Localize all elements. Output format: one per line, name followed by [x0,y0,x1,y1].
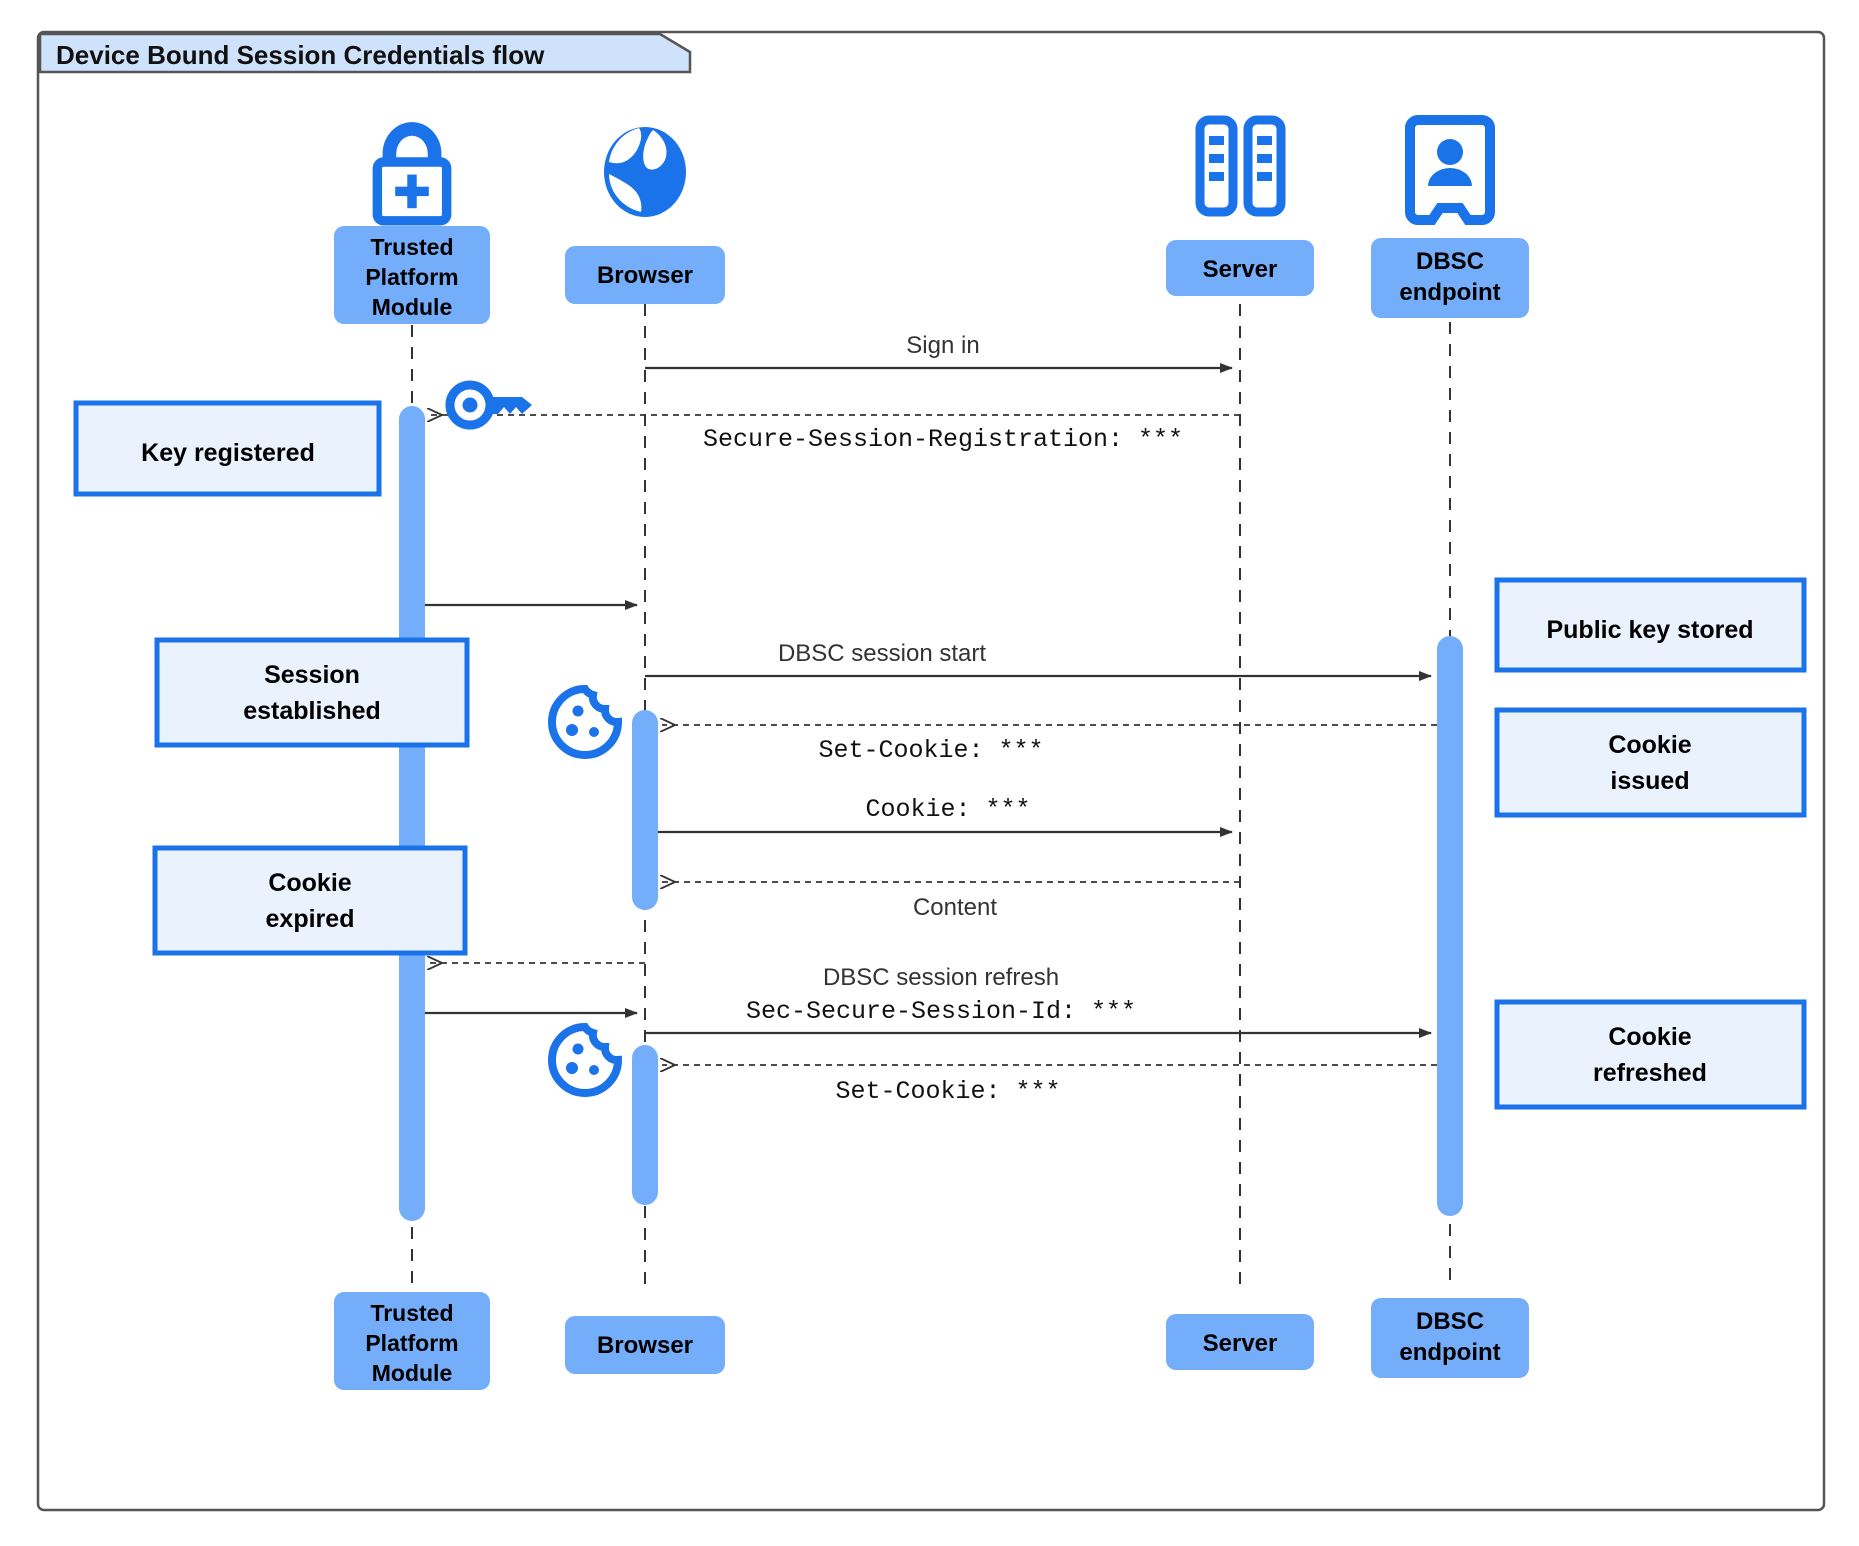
message-dbsc-session-refresh: DBSC session refresh Sec-Secure-Session-… [645,964,1432,1038]
participant-box-server-bottom[interactable]: Server [1166,1314,1314,1370]
message-sign-in: Sign in [645,332,1233,373]
participant-box-dbsc-bottom[interactable]: DBSC endpoint [1371,1298,1529,1378]
note-text-cookie-refreshed-line1: Cookie [1608,1023,1691,1051]
message-label-sec-secure-session-id: Sec-Secure-Session-Id: *** [746,997,1136,1026]
note-session-established: Session established [154,637,470,748]
note-cookie-refreshed: Cookie refreshed [1494,999,1807,1110]
participant-label-tpm-line2: Platform [365,264,458,290]
note-cookie-expired: Cookie expired [152,845,468,956]
message-set-cookie-1: Set-Cookie: *** [662,725,1437,765]
participant-label-tpm-bottom-line3: Module [372,1360,453,1386]
cookie-icon [548,684,623,759]
message-set-cookie-2: Set-Cookie: *** [662,1065,1437,1106]
lock-plus-icon [372,122,452,226]
note-text-public-key-stored: Public key stored [1546,616,1753,644]
participant-box-tpm-top[interactable]: Trusted Platform Module [334,226,490,324]
message-label-set-cookie-1: Set-Cookie: *** [818,736,1043,765]
activation-bars [399,406,1463,1221]
participant-label-browser-bottom: Browser [597,1332,693,1359]
participant-label-browser: Browser [597,262,693,289]
note-text-key-registered: Key registered [141,439,315,467]
message-cookie: Cookie: *** [658,795,1233,837]
activation-bar-tpm [399,406,425,1221]
globe-icon [604,127,686,217]
note-text-cookie-expired-line2: expired [266,905,355,933]
message-label-sign-in: Sign in [906,332,979,359]
key-icon [445,380,532,430]
participant-label-dbsc-line2: endpoint [1399,279,1500,306]
note-text-cookie-issued-line1: Cookie [1608,731,1691,759]
note-cookie-issued: Cookie issued [1494,707,1807,818]
message-label-secure-session-registration: Secure-Session-Registration: *** [703,425,1183,454]
participant-label-tpm-line1: Trusted [370,234,453,260]
participant-label-server-bottom: Server [1203,1330,1278,1357]
participant-label-tpm-bottom-line2: Platform [365,1330,458,1356]
message-secure-session-registration: Secure-Session-Registration: *** [429,415,1240,454]
participant-label-server: Server [1203,256,1278,283]
message-label-cookie: Cookie: *** [865,795,1030,824]
participant-box-dbsc-top[interactable]: DBSC endpoint [1371,238,1529,318]
activation-bar-browser-2 [632,1045,658,1205]
participant-label-tpm-line3: Module [372,294,453,320]
message-label-dbsc-session-start: DBSC session start [778,640,986,667]
id-badge-icon [1405,115,1495,225]
note-text-session-established-line1: Session [264,661,360,689]
note-text-cookie-expired-line1: Cookie [268,869,351,897]
diagram-frame [36,30,1826,1512]
cookie-icon [548,1022,623,1097]
participant-label-dbsc-line1: DBSC [1416,248,1484,275]
note-text-session-established-line2: established [243,697,381,725]
participant-label-tpm-bottom-line1: Trusted [370,1300,453,1326]
message-content: Content [662,882,1240,921]
note-public-key-stored: Public key stored [1494,577,1807,673]
message-dbsc-session-start: DBSC session start [645,640,1432,681]
participant-box-browser-bottom[interactable]: Browser [565,1316,725,1374]
server-racks-icon [1195,115,1286,217]
participant-box-tpm-bottom[interactable]: Trusted Platform Module [334,1292,490,1390]
message-label-set-cookie-2: Set-Cookie: *** [835,1077,1060,1106]
activation-bar-dbsc [1437,636,1463,1216]
participant-box-server-top[interactable]: Server [1166,240,1314,296]
message-label-content: Content [913,894,997,921]
note-text-cookie-issued-line2: issued [1610,767,1689,795]
participant-label-dbsc-bottom-line1: DBSC [1416,1308,1484,1335]
diagram-title: Device Bound Session Credentials flow [56,40,545,70]
participant-box-browser-top[interactable]: Browser [565,246,725,304]
activation-bar-browser-1 [632,710,658,910]
note-key-registered: Key registered [73,400,382,497]
participant-label-dbsc-bottom-line2: endpoint [1399,1339,1500,1366]
note-text-cookie-refreshed-line2: refreshed [1593,1059,1707,1087]
message-label-dbsc-session-refresh: DBSC session refresh [823,964,1059,991]
